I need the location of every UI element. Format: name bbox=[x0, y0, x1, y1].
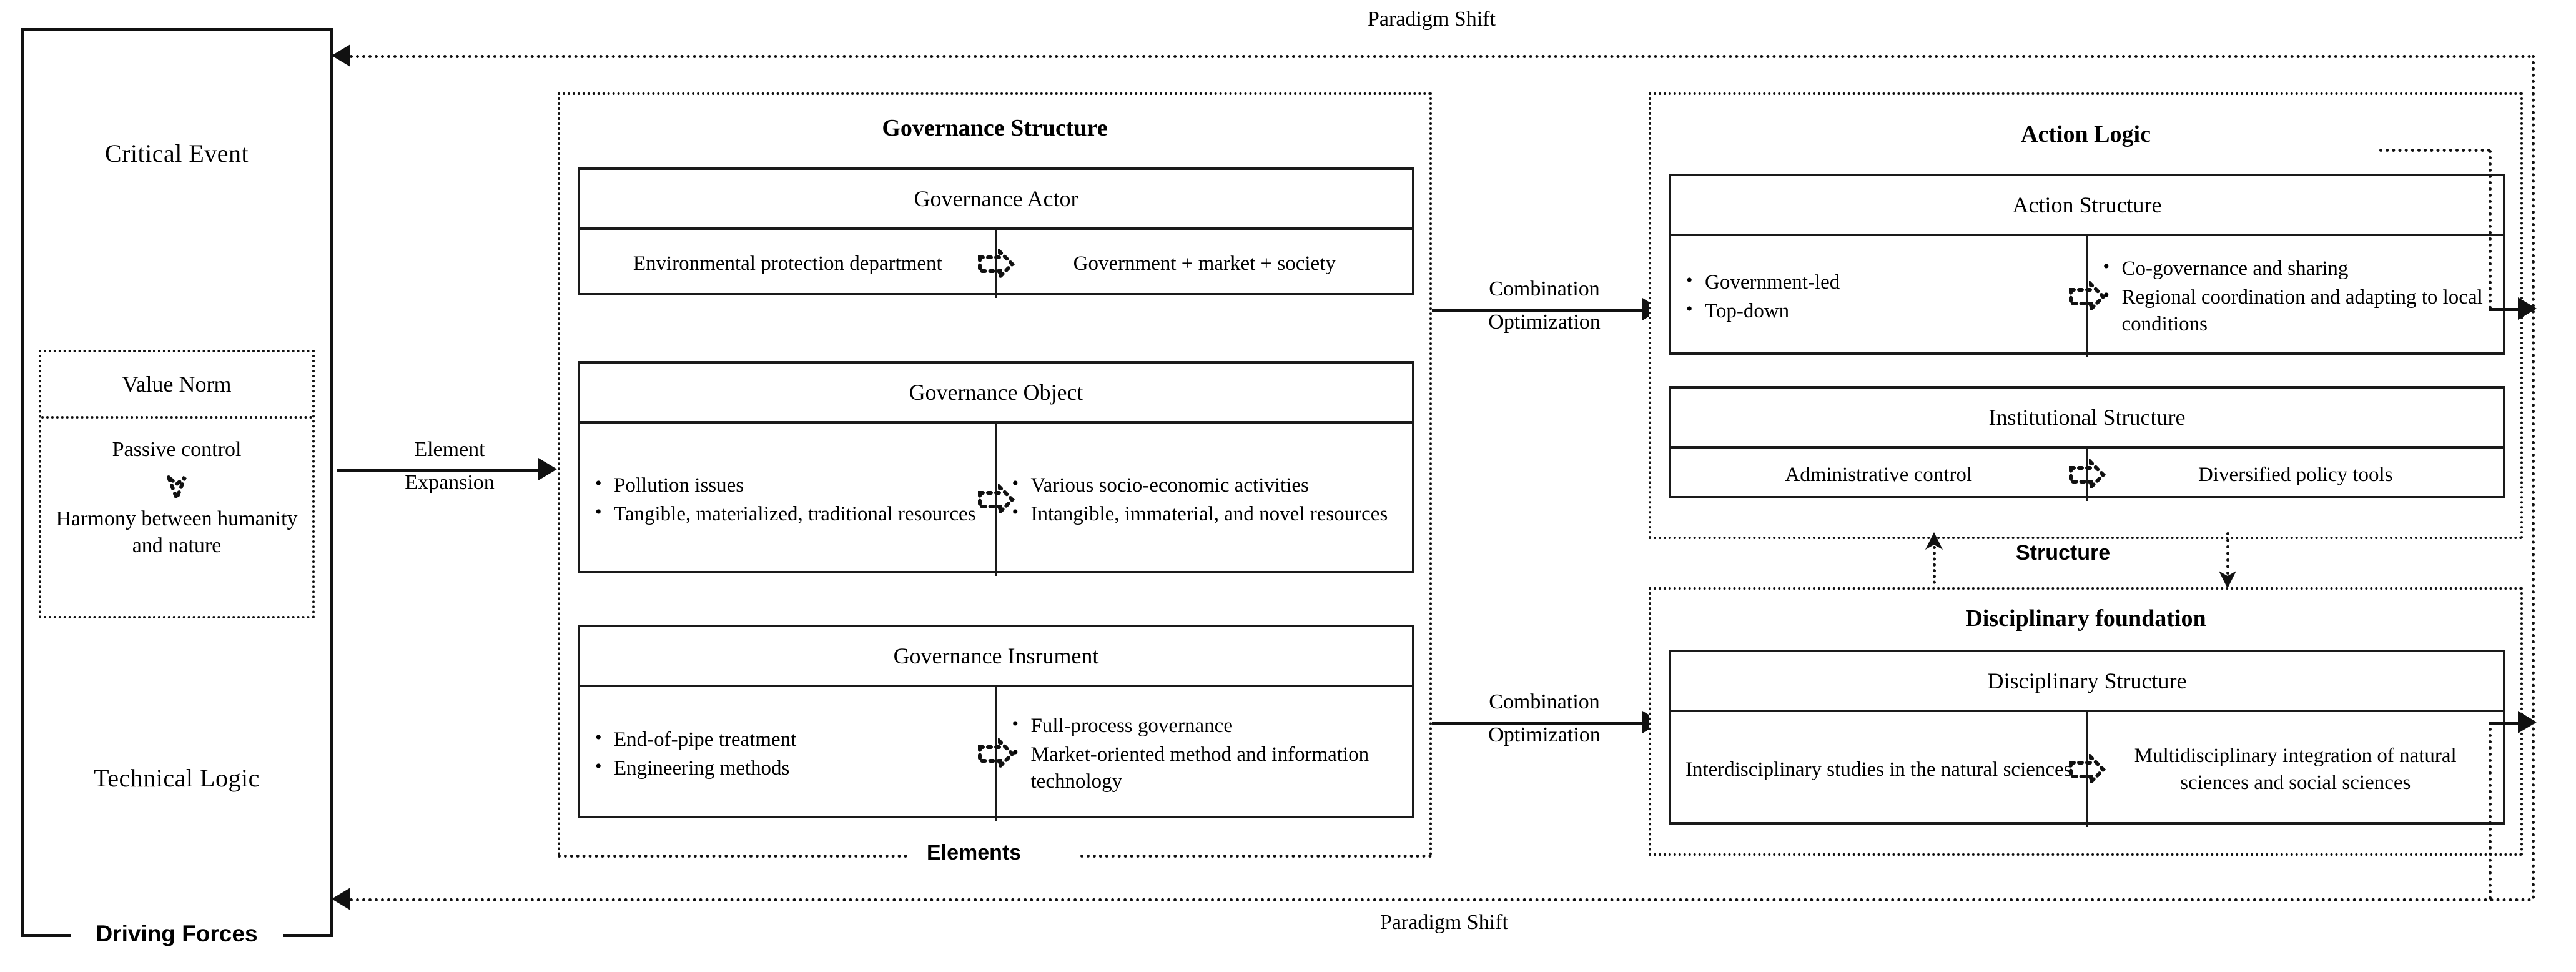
governance-instrument-header: Governance Insrument bbox=[580, 627, 1412, 687]
governance-object-header: Governance Object bbox=[580, 364, 1412, 424]
action-logic-inner-riser-top bbox=[2379, 149, 2490, 152]
institutional-structure-right-cell: Diversified policy tools bbox=[2086, 449, 2504, 501]
paradigm-shift-bottom-label: Paradigm Shift bbox=[1380, 911, 1508, 934]
elements-label: Elements bbox=[918, 841, 1030, 865]
action-logic-title: Action Logic bbox=[2021, 121, 2151, 147]
driving-forces-label: Driving Forces bbox=[96, 921, 258, 946]
governance-instrument-left-cell: End-of-pipe treatment Engineering method… bbox=[580, 687, 995, 821]
combination-optimization-bottom-line2: Optimization bbox=[1488, 723, 1601, 747]
action-structure-card: Action Structure Government-led Top-down… bbox=[1669, 174, 2505, 357]
combination-optimization-bottom-label: Combination Optimization bbox=[1448, 690, 1641, 747]
action-structure-left-cell: Government-led Top-down bbox=[1671, 236, 2086, 357]
governance-structure-title: Governance Structure bbox=[882, 115, 1108, 141]
combination-optimization-bottom-line1: Combination bbox=[1489, 690, 1600, 713]
institutional-structure-header: Institutional Structure bbox=[1671, 389, 2503, 449]
governance-object-left-cell: Pollution issues Tangible, materialized,… bbox=[580, 424, 995, 576]
action-logic-inner-riser bbox=[2489, 150, 2492, 309]
paradigm-shift-bottom-arrowhead bbox=[332, 888, 350, 910]
element-expansion-line1: Element bbox=[414, 438, 485, 461]
paradigm-shift-top-riser bbox=[2532, 55, 2535, 900]
list-item: Co-governance and sharing bbox=[2098, 254, 2494, 282]
governance-panel-bottom-right bbox=[1080, 855, 1432, 858]
governance-object-right-cell: Various socio-economic activities Intang… bbox=[995, 424, 1413, 576]
element-expansion-label: Element Expansion bbox=[368, 437, 531, 495]
structure-label: Structure bbox=[2010, 541, 2117, 565]
structure-down-arrowhead-icon bbox=[2219, 571, 2236, 588]
structure-down-connector bbox=[2226, 532, 2229, 575]
technical-logic-label: Technical Logic bbox=[94, 763, 260, 792]
driving-forces-bottom-left-rule bbox=[21, 934, 71, 937]
list-item: Full-process governance bbox=[1007, 712, 1403, 740]
disciplinary-exit-arrowhead bbox=[2518, 711, 2537, 733]
driving-forces-bottom-right-rule bbox=[283, 934, 333, 937]
action-logic-exit-arrowhead bbox=[2518, 297, 2537, 320]
paradigm-shift-top-arrowhead bbox=[332, 44, 350, 67]
action-structure-header: Action Structure bbox=[1671, 176, 2503, 236]
list-item: Intangible, immaterial, and novel resour… bbox=[1007, 500, 1403, 528]
paradigm-shift-top-line bbox=[350, 55, 2533, 58]
structure-up-connector bbox=[1933, 546, 1936, 590]
list-item: Various socio-economic activities bbox=[1007, 471, 1403, 499]
value-norm-header: Value Norm bbox=[41, 352, 312, 419]
governance-instrument-right-cell: Full-process governance Market-oriented … bbox=[995, 687, 1413, 821]
action-logic-exit-line bbox=[2489, 308, 2525, 311]
critical-event-label: Critical Event bbox=[104, 139, 249, 167]
disciplinary-structure-left-cell: Interdisciplinary studies in the natural… bbox=[1685, 758, 2072, 781]
dotted-down-arrow-icon bbox=[41, 472, 312, 506]
disciplinary-structure-right-cell: Multidisciplinary integration of natural… bbox=[2086, 712, 2504, 827]
disciplinary-structure-header: Disciplinary Structure bbox=[1671, 652, 2503, 712]
combination-optimization-top-line2: Optimization bbox=[1488, 310, 1601, 334]
list-item: Pollution issues bbox=[590, 471, 985, 499]
disciplinary-foundation-title: Disciplinary foundation bbox=[1965, 605, 2206, 632]
list-item: End-of-pipe treatment bbox=[590, 725, 985, 753]
disciplinary-structure-card: Disciplinary Structure Interdisciplinary… bbox=[1669, 650, 2505, 827]
governance-instrument-card: Governance Insrument End-of-pipe treatme… bbox=[578, 625, 1414, 821]
structure-up-arrowhead-icon bbox=[1925, 532, 1943, 550]
paradigm-shift-top-label: Paradigm Shift bbox=[1368, 7, 1496, 31]
disciplinary-exit-line bbox=[2489, 722, 2525, 725]
element-expansion-arrowhead bbox=[538, 458, 557, 480]
institutional-structure-left-cell: Administrative control bbox=[1785, 463, 1973, 486]
paradigm-shift-bottom-riser bbox=[2489, 722, 2492, 900]
governance-object-card: Governance Object Pollution issues Tangi… bbox=[578, 361, 1414, 576]
list-item: Tangible, materialized, traditional reso… bbox=[590, 500, 985, 528]
value-norm-from: Passive control bbox=[112, 438, 242, 461]
combination-optimization-top-label: Combination Optimization bbox=[1448, 277, 1641, 334]
list-item: Government-led bbox=[1681, 268, 2076, 296]
governance-actor-header: Governance Actor bbox=[580, 170, 1412, 230]
element-expansion-line bbox=[337, 469, 550, 472]
institutional-structure-card: Institutional Structure Administrative c… bbox=[1669, 386, 2505, 501]
governance-panel-bottom-left bbox=[558, 855, 907, 858]
element-expansion-line2: Expansion bbox=[405, 471, 495, 495]
list-item: Engineering methods bbox=[590, 754, 985, 782]
value-norm-to: Harmony between humanity and nature bbox=[56, 507, 298, 557]
value-norm-box: Value Norm Passive control Harmony betwe… bbox=[39, 350, 315, 618]
paradigm-shift-bottom-line bbox=[350, 898, 2533, 901]
governance-actor-right-cell: Government + market + society bbox=[995, 230, 1413, 298]
governance-actor-left-cell: Environmental protection department bbox=[633, 252, 942, 275]
governance-actor-card: Governance Actor Environmental protectio… bbox=[578, 167, 1414, 298]
list-item: Market-oriented method and information t… bbox=[1007, 740, 1403, 795]
action-structure-right-cell: Co-governance and sharing Regional coord… bbox=[2086, 236, 2504, 357]
list-item: Regional coordination and adapting to lo… bbox=[2098, 283, 2494, 338]
combination-optimization-top-line1: Combination bbox=[1489, 277, 1600, 300]
combination-optimization-bottom-line bbox=[1432, 722, 1654, 725]
value-norm-header-label: Value Norm bbox=[122, 372, 232, 397]
combination-optimization-top-line bbox=[1432, 309, 1654, 312]
list-item: Top-down bbox=[1681, 297, 2076, 325]
